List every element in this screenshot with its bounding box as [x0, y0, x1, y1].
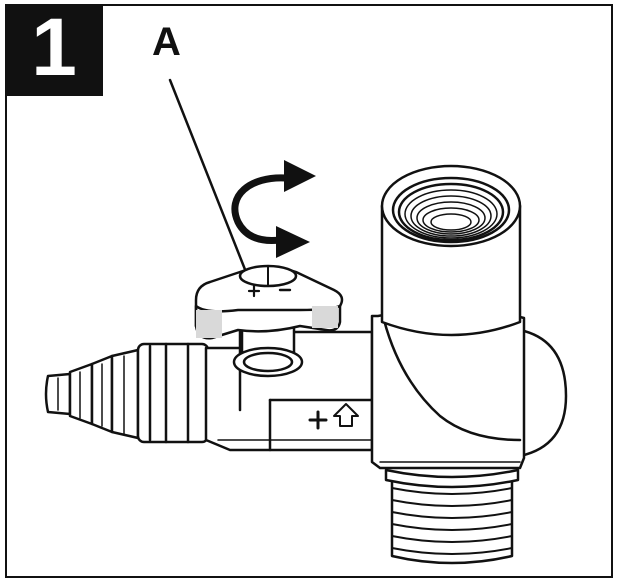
valve-handle — [194, 264, 344, 340]
rotation-arrow-icon — [231, 160, 316, 258]
hose-barb — [44, 342, 210, 444]
tee-connector — [370, 164, 568, 565]
plus-marking-icon — [308, 410, 328, 430]
callout-label-a: A — [152, 20, 181, 64]
callout-leader-line — [168, 78, 248, 274]
step-number: 1 — [31, 2, 77, 93]
plus-symbol-icon — [247, 284, 261, 298]
flow-direction-arrow-icon — [333, 403, 359, 427]
step-badge — [5, 4, 103, 96]
